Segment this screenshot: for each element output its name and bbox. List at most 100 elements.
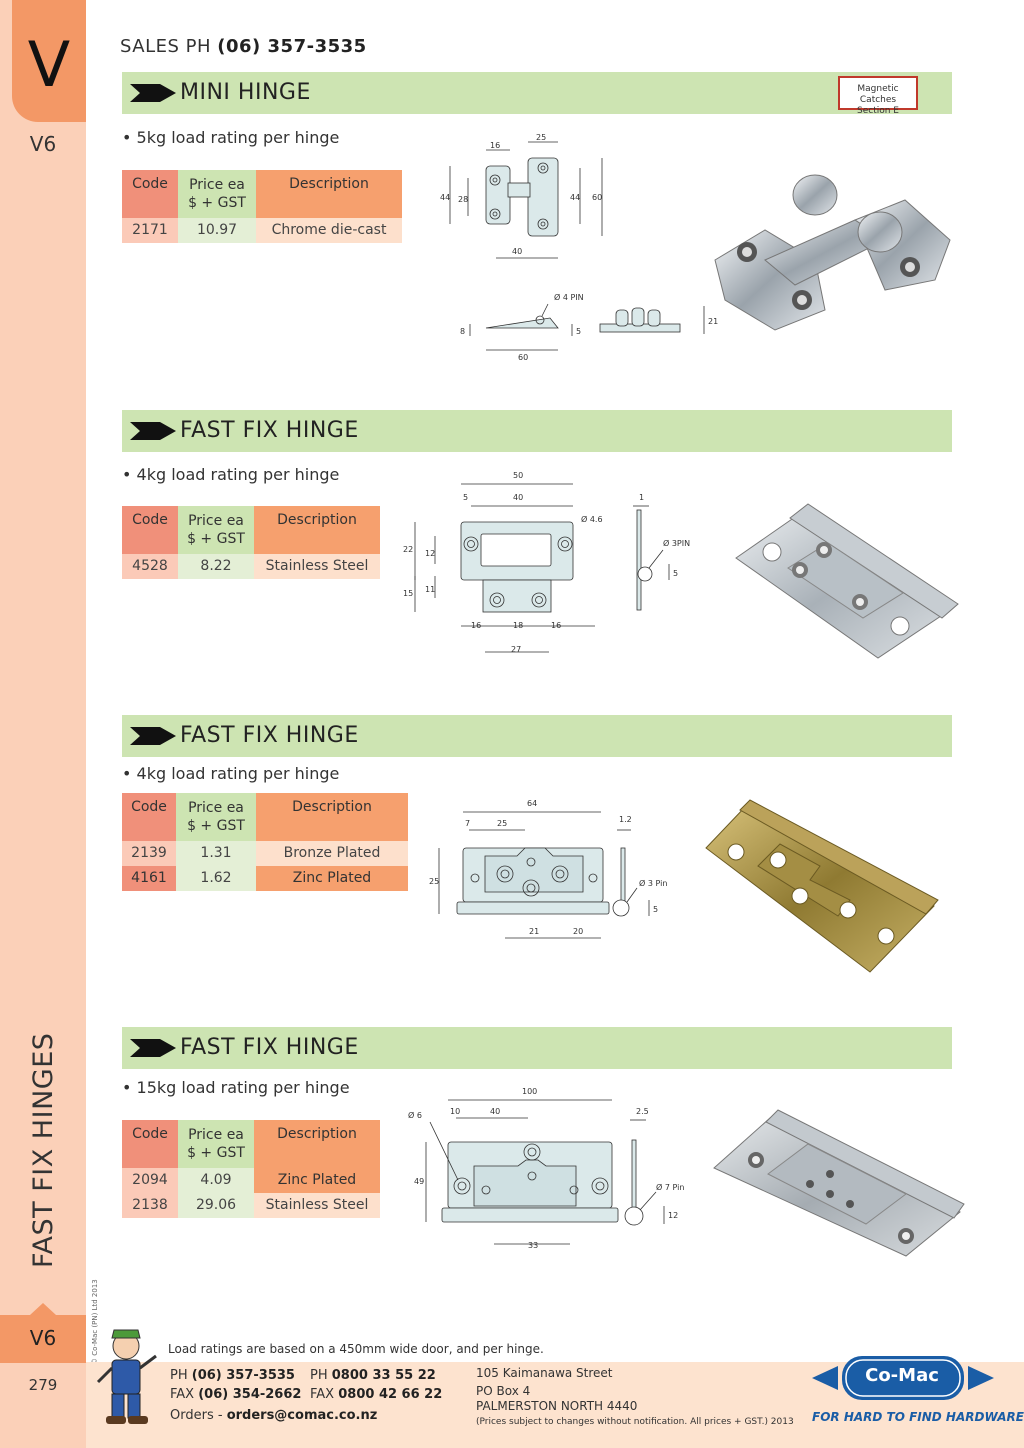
- dim-label: Ø 4 PIN: [554, 292, 584, 302]
- footer-phone-number: (06) 357-3535: [191, 1368, 295, 1383]
- cell-price: 8.22: [178, 554, 254, 579]
- dim-label: 1: [639, 493, 644, 502]
- cell-price: 29.06: [178, 1193, 254, 1218]
- dim-label: 25: [429, 877, 439, 886]
- dim-label: 8: [460, 327, 465, 336]
- header-price-line2: $ + GST: [187, 1145, 245, 1161]
- arrow-icon: [130, 1039, 176, 1057]
- dim-label: 60: [518, 353, 528, 362]
- table-row: 2171 10.97 Chrome die-cast: [122, 218, 402, 243]
- table-header-row: Code Price ea $ + GST Description: [122, 1120, 380, 1168]
- cell-code: 4528: [122, 554, 178, 579]
- section-letter: V: [27, 28, 71, 101]
- dim-label: Ø 7 Pin: [656, 1182, 684, 1192]
- disclaimer: (Prices subject to changes without notif…: [476, 1417, 794, 1427]
- magnetic-catches-badge[interactable]: Magnetic Catches Section E: [838, 76, 918, 116]
- dim-label: 5: [653, 905, 658, 914]
- table-row: 4161 1.62 Zinc Plated: [122, 866, 408, 891]
- header-code: Code: [122, 506, 178, 554]
- header-description: Description: [254, 1120, 380, 1168]
- price-table: Code Price ea $ + GST Description 2139 1…: [122, 793, 408, 891]
- footer-fax-number: (06) 354-2662: [198, 1387, 302, 1402]
- load-rating-bullet: • 15kg load rating per hinge: [122, 1078, 350, 1097]
- header-price-line2: $ + GST: [187, 818, 245, 834]
- header-description: Description: [254, 506, 380, 554]
- address-line3: PALMERSTON NORTH 4440: [476, 1399, 638, 1413]
- section-code-top: V6: [29, 132, 57, 156]
- dim-label: Ø 4.6: [581, 514, 603, 524]
- cell-code: 2171: [122, 218, 178, 243]
- dim-label: 60: [592, 193, 602, 202]
- badge-line1: Magnetic Catches: [857, 84, 899, 105]
- sales-phone: (06) 357-3535: [217, 36, 367, 57]
- section-title: FAST FIX HINGE: [180, 418, 359, 443]
- dim-label: 16: [551, 621, 561, 630]
- arrow-icon: [130, 727, 176, 745]
- left-sidebar: [0, 0, 86, 1448]
- cell-price: 4.09: [178, 1168, 254, 1193]
- cell-price: 1.31: [176, 841, 256, 866]
- dim-label: 27: [511, 645, 521, 654]
- section-header-fast-fix-hinge: FAST FIX HINGE: [122, 715, 952, 757]
- dim-label: 44: [570, 193, 580, 202]
- table-row: 4528 8.22 Stainless Steel: [122, 554, 380, 579]
- dim-label: 5: [463, 493, 468, 502]
- dim-label: 16: [471, 621, 481, 630]
- dim-label: 2.5: [636, 1107, 649, 1116]
- dim-label: Ø 3 Pin: [639, 878, 667, 888]
- footer-orders-email[interactable]: orders@comac.co.nz: [226, 1408, 378, 1423]
- section-tab: [12, 0, 86, 122]
- sales-phone-header: SALES PH (06) 357-3535: [120, 36, 367, 57]
- cell-price: 10.97: [178, 218, 256, 243]
- dim-label: 11: [425, 585, 435, 594]
- footer-freefax: FAX 0800 42 66 22: [310, 1387, 442, 1402]
- section-header-mini-hinge: MINI HINGE Magnetic Catches Section E: [122, 72, 952, 116]
- fast-fix-hinge-2094-photo: [713, 1109, 965, 1257]
- dim-label: 15: [403, 589, 413, 598]
- footer-freephone-number: 0800 33 55 22: [331, 1368, 436, 1383]
- logo-text: Co-Mac: [865, 1365, 939, 1386]
- badge-line2: Section E: [857, 106, 899, 116]
- footer-phone-label: PH: [170, 1368, 188, 1383]
- header-price: Price ea $ + GST: [178, 506, 254, 554]
- arrow-icon: [130, 84, 176, 102]
- fast-fix-hinge-4528-photo: [735, 503, 959, 659]
- dim-label: 33: [528, 1241, 538, 1250]
- header-price-line1: Price ea: [188, 1127, 244, 1143]
- load-rating-bullet: • 4kg load rating per hinge: [122, 764, 340, 783]
- footer-freefax-label: FAX: [310, 1387, 335, 1402]
- header-code: Code: [122, 793, 176, 841]
- dim-label: 49: [414, 1177, 424, 1186]
- cell-description: Zinc Plated: [254, 1168, 380, 1193]
- price-table: Code Price ea $ + GST Description 4528 8…: [122, 506, 380, 579]
- address-line1: 105 Kaimanawa Street: [476, 1366, 613, 1380]
- cell-code: 2094: [122, 1168, 178, 1193]
- price-table: Code Price ea $ + GST Description 2094 4…: [122, 1120, 380, 1218]
- dim-label: 18: [513, 621, 523, 630]
- vertical-page-title: FAST FIX HINGES: [28, 1032, 59, 1268]
- cell-description: Bronze Plated: [256, 841, 408, 866]
- header-code: Code: [122, 1120, 178, 1168]
- page-number: 279: [28, 1376, 58, 1394]
- footer-orders: Orders - orders@comac.co.nz: [170, 1408, 377, 1423]
- cell-code: 2138: [122, 1193, 178, 1218]
- price-table: Code Price ea $ + GST Description 2171 1…: [122, 170, 402, 243]
- fast-fix-hinge-4528-technical-drawing: 50 5 40 Ø 4.6 22 12 15 11 16 18 16 27 1 …: [403, 471, 690, 654]
- cell-price: 1.62: [176, 866, 256, 891]
- footer-freephone-label: PH: [310, 1368, 328, 1383]
- footer-freephone: PH 0800 33 55 22: [310, 1368, 436, 1383]
- load-rating-note: Load ratings are based on a 450mm wide d…: [168, 1342, 544, 1356]
- header-price-line1: Price ea: [189, 177, 245, 193]
- cell-description: Chrome die-cast: [256, 218, 402, 243]
- fast-fix-hinge-2139-technical-drawing: 64 7 25 1.2 25 Ø 3 Pin 5 21 20: [429, 799, 667, 939]
- dim-label: 10: [450, 1107, 460, 1116]
- dim-label: 21: [529, 927, 539, 936]
- dim-label: 5: [576, 327, 581, 336]
- dim-label: 12: [425, 549, 435, 558]
- fast-fix-hinge-2094-technical-drawing: 100 Ø 6 10 40 2.5 49 Ø 7 Pin 12 33: [408, 1087, 684, 1250]
- dim-label: 12: [668, 1211, 678, 1220]
- address-line2: PO Box 4: [476, 1384, 531, 1398]
- dim-label: 100: [522, 1087, 537, 1096]
- dim-label: 25: [536, 133, 546, 142]
- dim-label: 7: [465, 819, 470, 828]
